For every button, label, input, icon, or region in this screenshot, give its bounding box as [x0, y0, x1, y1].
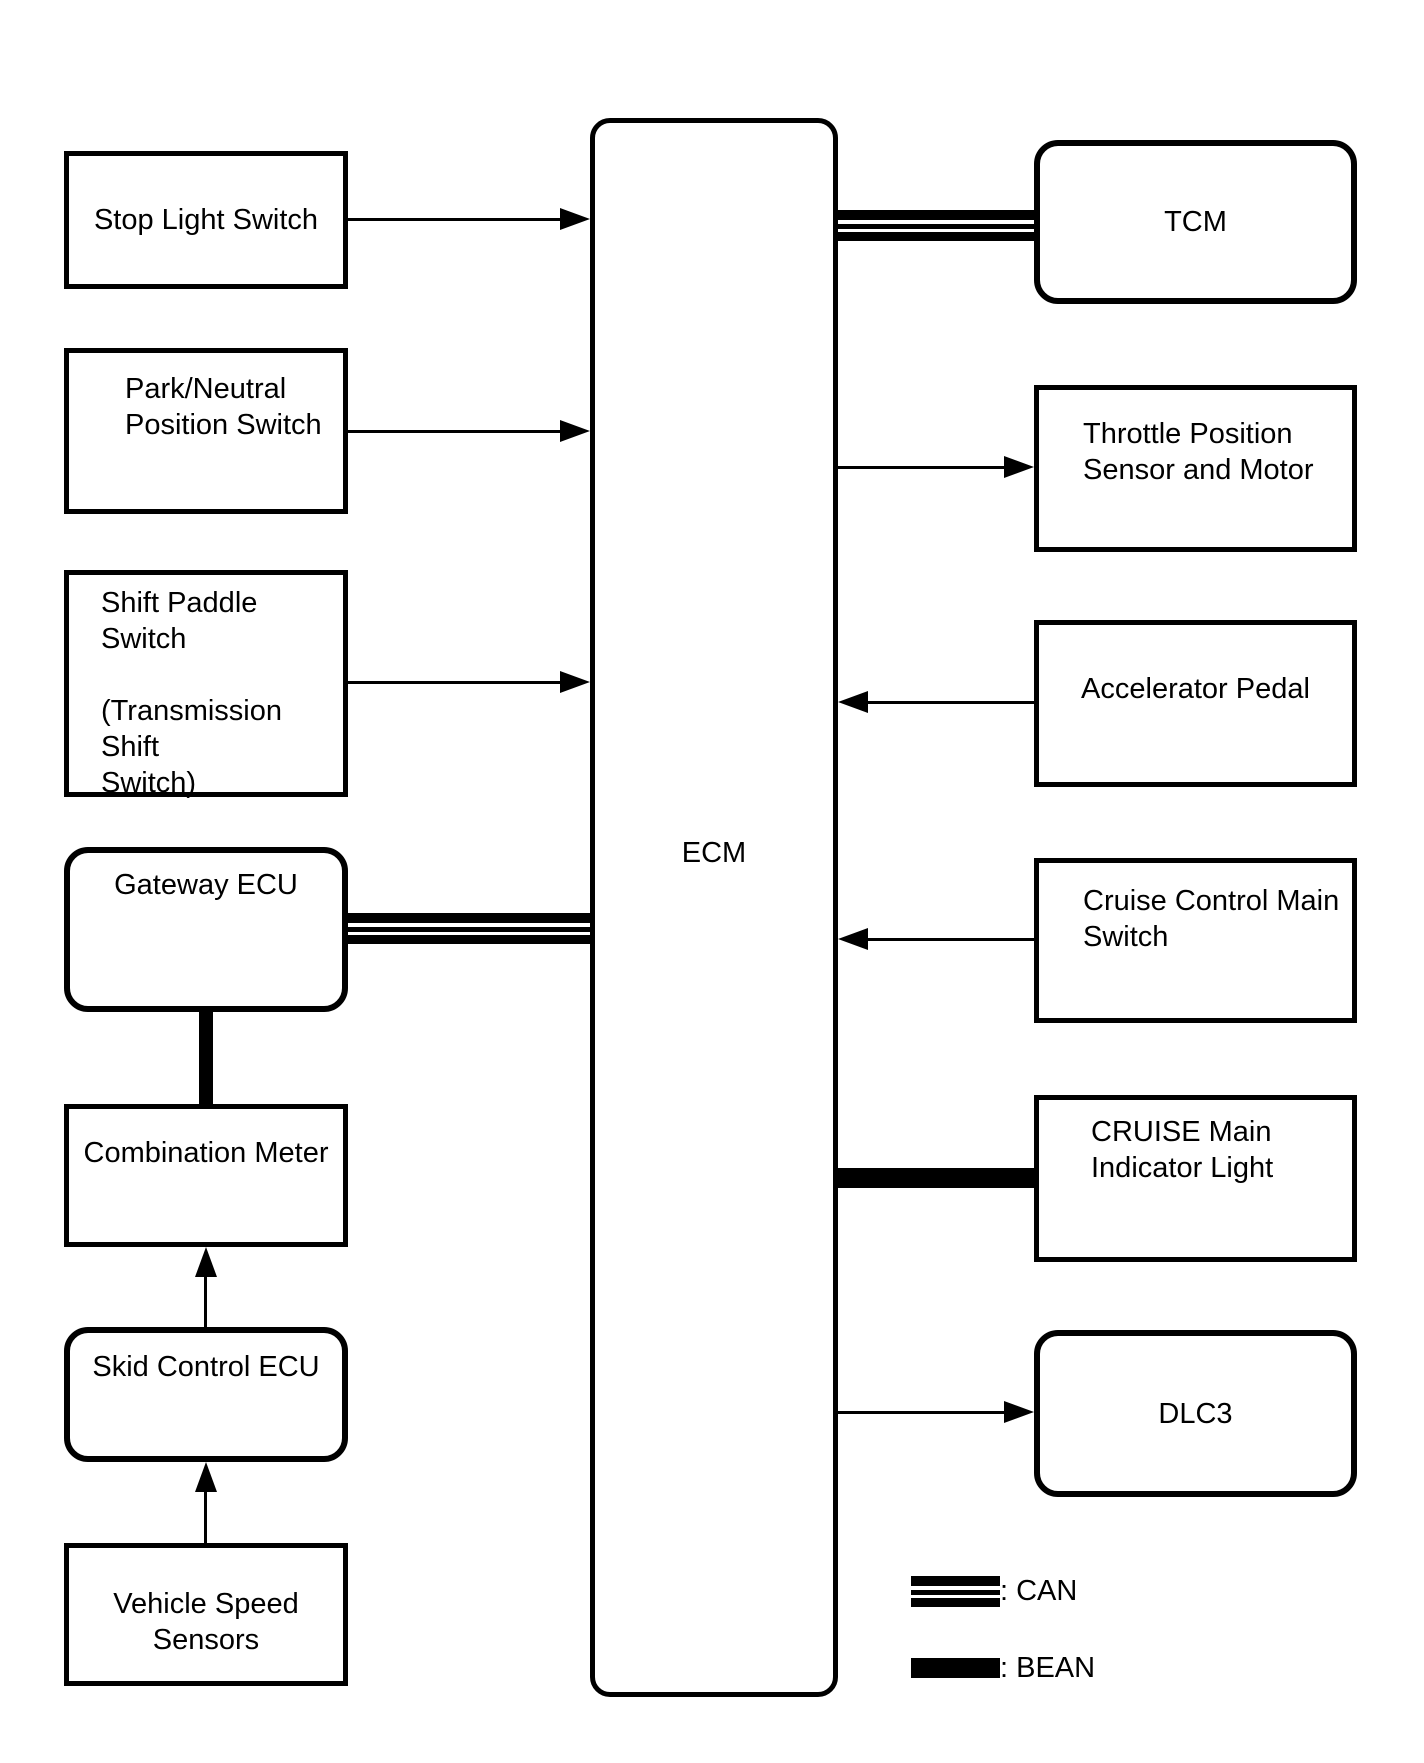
connector-shift-paddle-to-ecm [348, 681, 562, 684]
can-bus-ecm-to-tcm [838, 210, 1034, 241]
node-skid-control-ecu: Skid Control ECU [64, 1327, 348, 1462]
node-throttle-position-label: Throttle Position Sensor and Motor [1083, 418, 1314, 486]
node-accelerator-pedal-label: Accelerator Pedal [1081, 673, 1310, 705]
node-vehicle-speed-sensors-label: Vehicle Speed Sensors [113, 1588, 299, 1656]
arrowhead-ecm-to-dlc3 [1004, 1401, 1034, 1423]
bean-bus-ecm-to-cruise-indicator [838, 1168, 1034, 1188]
node-cruise-main-indicator-light: CRUISE Main Indicator Light [1034, 1095, 1357, 1262]
legend-bean-label: : BEAN [1000, 1652, 1096, 1684]
node-cruise-control-main-switch-label: Cruise Control Main Switch [1083, 885, 1340, 953]
node-tcm: TCM [1034, 140, 1357, 304]
connector-cruise-switch-to-ecm [868, 938, 1034, 941]
node-gateway-ecu: Gateway ECU [64, 847, 348, 1012]
legend-can-label: : CAN [1000, 1575, 1078, 1607]
node-throttle-position-sensor-and-motor: Throttle Position Sensor and Motor [1034, 385, 1357, 552]
node-accelerator-pedal: Accelerator Pedal [1034, 620, 1357, 787]
arrowhead-skid-control-to-combination-meter [195, 1247, 217, 1277]
node-shift-paddle-switch-label: Shift Paddle Switch (Transmission Shift … [101, 587, 283, 799]
node-cruise-main-indicator-light-label: CRUISE Main Indicator Light [1091, 1116, 1274, 1184]
node-stop-light-switch-label: Stop Light Switch [93, 204, 319, 236]
node-gateway-ecu-label: Gateway ECU [114, 869, 298, 901]
arrowhead-park-neutral-to-ecm [560, 420, 590, 442]
bean-bus-gateway-to-combination-meter [199, 1012, 213, 1104]
connector-stop-light-to-ecm [348, 218, 562, 221]
connector-ecm-to-dlc3 [838, 1411, 1004, 1414]
node-park-neutral-position-switch-label: Park/Neutral Position Switch [125, 373, 322, 441]
arrowhead-shift-paddle-to-ecm [560, 671, 590, 693]
node-skid-control-ecu-label: Skid Control ECU [92, 1351, 320, 1383]
arrowhead-cruise-switch-to-ecm [838, 928, 868, 950]
node-dlc3: DLC3 [1034, 1330, 1357, 1497]
connector-park-neutral-to-ecm [348, 430, 562, 433]
node-vehicle-speed-sensors: Vehicle Speed Sensors [64, 1543, 348, 1686]
connector-ecm-to-throttle [838, 466, 1004, 469]
node-combination-meter-label: Combination Meter [83, 1137, 329, 1169]
node-dlc3-label: DLC3 [1158, 1397, 1233, 1430]
node-tcm-label: TCM [1164, 206, 1227, 238]
arrowhead-stop-light-to-ecm [560, 208, 590, 230]
connector-vehicle-speed-to-skid-control [204, 1488, 207, 1543]
arrowhead-vehicle-speed-to-skid-control [195, 1462, 217, 1492]
node-ecm-label: ECM [681, 837, 747, 869]
node-ecm: ECM [590, 118, 838, 1697]
node-combination-meter: Combination Meter [64, 1104, 348, 1247]
node-cruise-control-main-switch: Cruise Control Main Switch [1034, 858, 1357, 1023]
arrowhead-ecm-to-throttle [1004, 456, 1034, 478]
legend-bean-symbol [911, 1658, 1000, 1678]
connector-skid-control-to-combination-meter [204, 1273, 207, 1327]
node-shift-paddle-switch: Shift Paddle Switch (Transmission Shift … [64, 570, 348, 799]
legend-can-symbol [911, 1576, 1000, 1607]
node-stop-light-switch: Stop Light Switch [64, 151, 348, 289]
arrowhead-accelerator-to-ecm [838, 691, 868, 713]
node-park-neutral-position-switch: Park/Neutral Position Switch [64, 348, 348, 514]
can-bus-gateway-to-ecm [348, 913, 590, 944]
connector-accelerator-to-ecm [868, 701, 1034, 704]
